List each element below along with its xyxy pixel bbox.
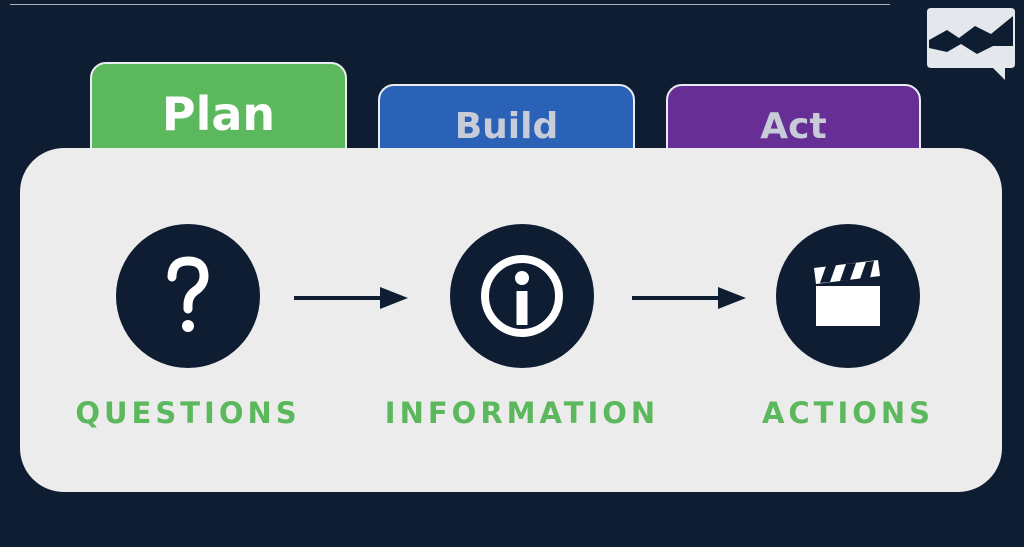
top-divider	[10, 4, 890, 5]
step-actions: ACTIONS	[698, 224, 998, 430]
step-actions-label: ACTIONS	[761, 396, 935, 430]
clapperboard-icon	[776, 224, 920, 368]
arrow-right-icon	[632, 287, 746, 309]
info-icon	[450, 224, 594, 368]
tab-build-label: Build	[454, 106, 559, 147]
tab-act-label: Act	[760, 106, 827, 147]
tab-plan-label: Plan	[161, 87, 276, 141]
step-information-label: INFORMATION	[384, 396, 660, 430]
chart-speech-bubble-logo-icon	[927, 8, 1015, 80]
arrow-right-icon	[294, 287, 408, 309]
step-questions-label: QUESTIONS	[75, 396, 301, 430]
question-mark-icon	[116, 224, 260, 368]
step-questions: QUESTIONS	[38, 224, 338, 430]
step-information: INFORMATION	[372, 224, 672, 430]
